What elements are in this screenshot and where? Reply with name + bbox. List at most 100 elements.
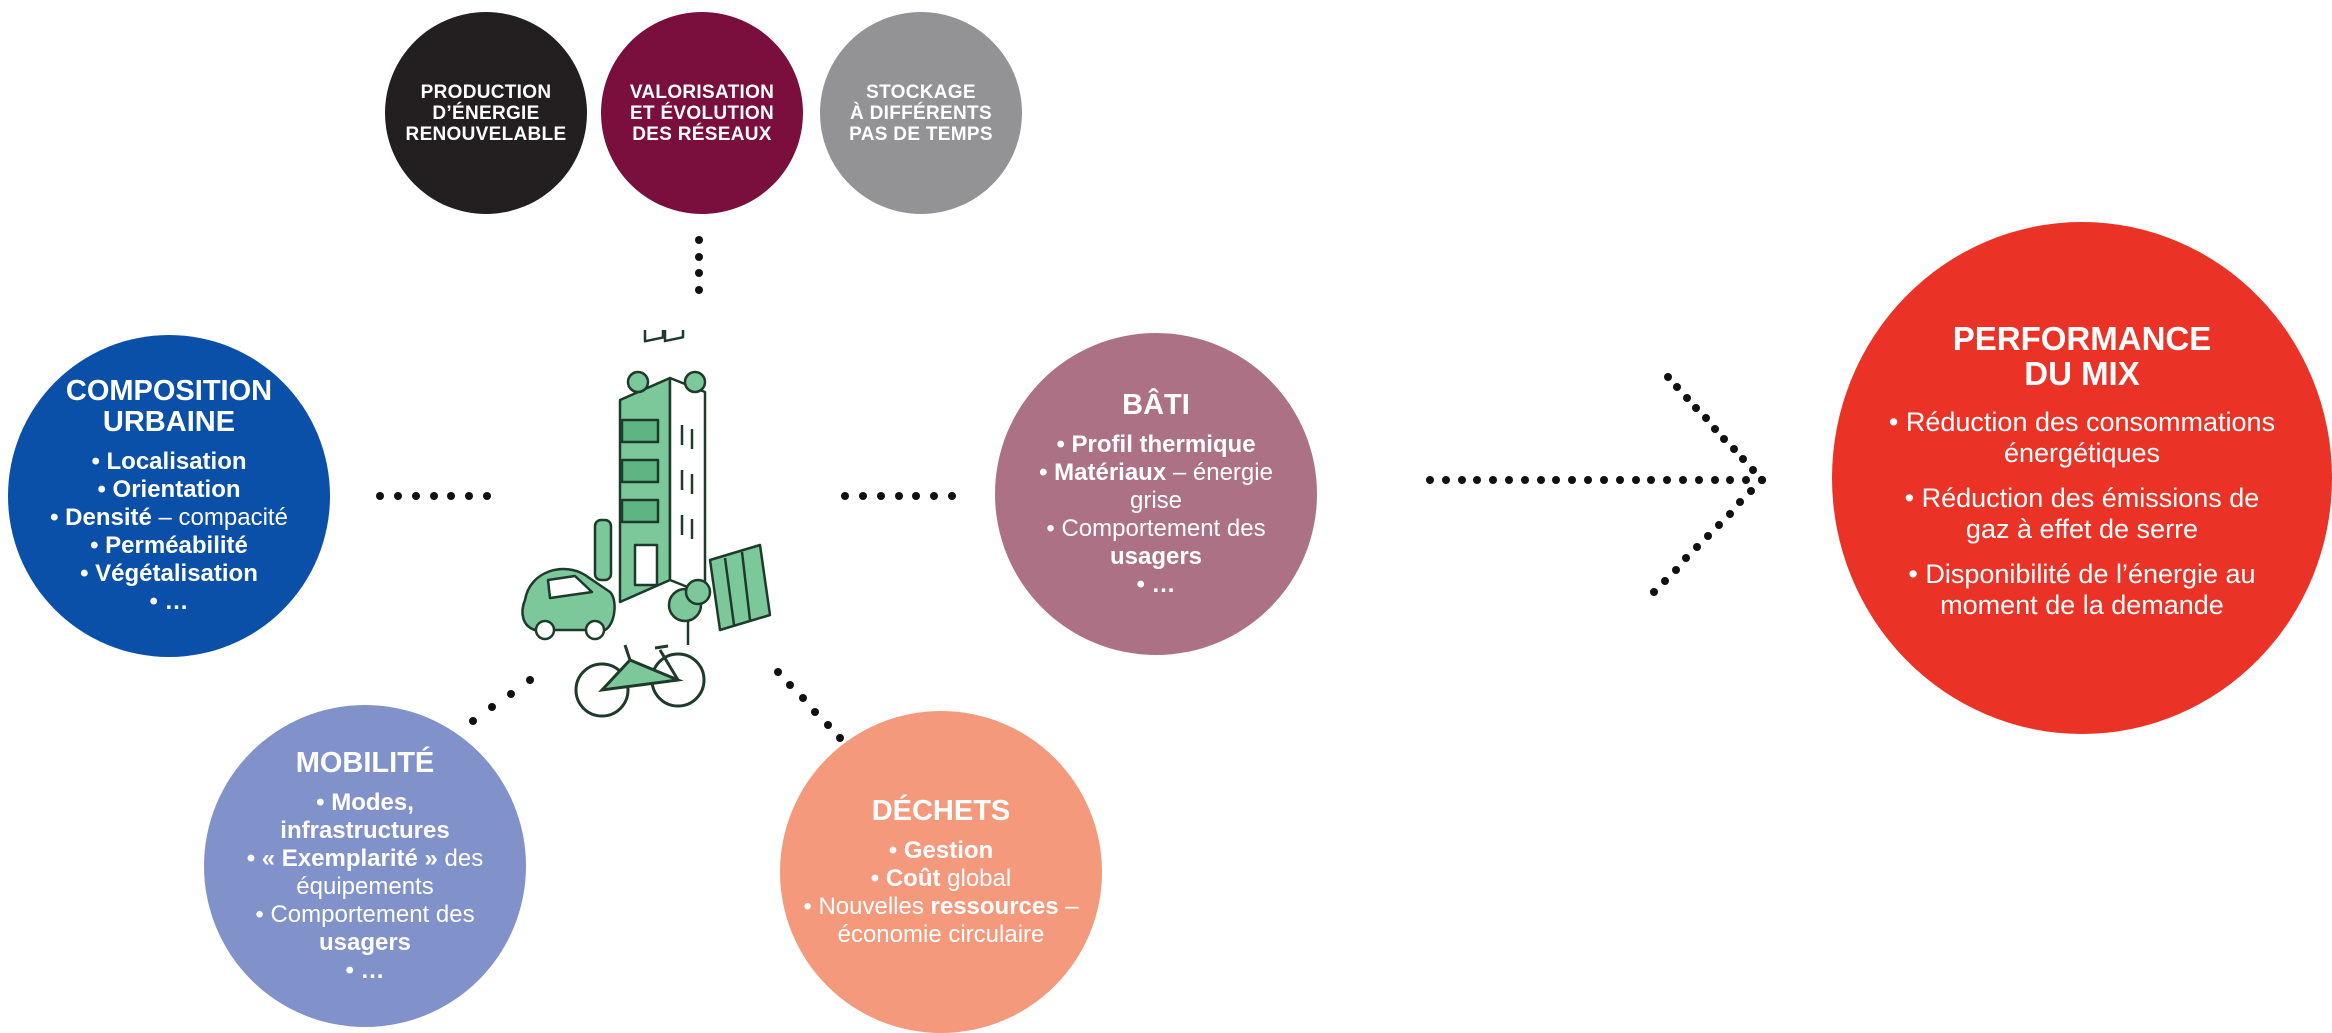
list-item: • Localisation [91,448,247,475]
composition-list: • Localisation • Orientation • Densité –… [50,448,288,616]
lower-left-connector-dot [469,717,477,725]
lower-left-connector-dot [488,703,496,712]
list-item: • Perméabilité [90,532,248,559]
dechets-title-line: DÉCHETS [871,794,1011,827]
left-connector-dot [429,492,438,500]
mobilite-circle: MOBILITÉ • Modes, infrastructures • « Ex… [204,705,526,1027]
list-item: • … [1136,570,1176,598]
middle-connector-dot [841,492,849,500]
dechets-list: • Gestion • Coût global • Nouvelles ress… [800,837,1082,949]
middle-connector-dot [948,492,956,500]
arrow-shaft-dot [1441,476,1450,484]
left-connector-dot [447,492,456,500]
arrow-shaft-dot [1568,476,1577,484]
arrow-head-upper-dot [1729,445,1738,454]
list-item: • Disponibilité de l’énergie au moment d… [1908,559,2256,620]
arrow-head-upper-dot [1692,403,1701,412]
valorisation-reseaux-circle: VALORISATION ET ÉVOLUTION DES RÉSEAUX [601,12,803,214]
arrow-shaft-dot [1694,476,1703,484]
arrow-head-upper-dot [1748,465,1757,474]
production-energie-circle: PRODUCTION D’ÉNERGIE RENOUVELABLE [385,12,587,214]
lower-right-connector-dot [786,681,795,690]
middle-connector-dot [876,492,885,500]
list-item: • … [345,956,385,984]
left-connector-dot [483,492,491,500]
lower-left-connector-dot [526,676,534,684]
performance-list: • Réduction des consommations énergétiqu… [1862,407,2302,635]
list-item: • Gestion [888,836,994,864]
arrow-shaft-dot [1536,476,1545,484]
arrow-head-upper-dot [1711,424,1719,433]
list-item: • Modes, infrastructures [280,788,450,844]
stockage-line-1: STOCKAGE [866,81,976,103]
arrow-head-lower-dot [1671,565,1680,574]
bati-title-line: BÂTI [1122,388,1190,421]
arrow-head-upper-dot [1739,455,1748,464]
valorisation-line-3: DES RÉSEAUX [632,123,772,145]
arrow-shaft-dot [1615,476,1624,484]
list-item: • « Exemplarité » des équipements [246,844,484,900]
lower-right-connector-dot [823,720,832,729]
dechets-title: DÉCHETS [871,794,1011,827]
performance-title: PERFORMANCE DU MIX [1953,321,2212,391]
list-item: • Végétalisation [80,560,258,587]
middle-connector-dot [858,492,867,500]
list-item: • Réduction des émissions de gaz à effet… [1904,483,2260,544]
list-item: • Densité – compacité [50,504,288,531]
production-line-1: PRODUCTION [420,81,552,103]
valorisation-line-2: ET ÉVOLUTION [630,102,774,124]
arrow-shaft-dot [1742,476,1751,484]
arrow-shaft-dot [1710,476,1719,484]
arrow-shaft-dot [1726,476,1735,484]
performance-title-line-1: PERFORMANCE [1952,320,2212,357]
arrow-head-lower-dot [1693,543,1702,552]
top-connector-dot [695,252,703,261]
list-item: • Comportement des usagers [255,900,475,956]
bati-circle: BÂTI • Profil thermique • Matériaux – én… [995,333,1317,655]
lower-right-connector-dot [836,734,844,742]
list-item: • Orientation [97,476,241,503]
list-item: • Comportement des usagers [1046,514,1266,570]
list-item: • Nouvelles ressources – économie circul… [803,892,1079,948]
arrow-head-lower-dot [1660,576,1669,585]
valorisation-line-1: VALORISATION [629,81,775,103]
stockage-line-3: PAS DE TEMPS [849,123,993,145]
arrow-head-lower-dot [1736,498,1745,507]
lower-right-connector-dot [811,707,820,716]
composition-title-line-2: URBAINE [102,406,236,438]
arrow-head-upper-dot [1720,434,1729,443]
arrow-shaft-dot [1457,476,1466,484]
mobilite-title: MOBILITÉ [295,746,435,779]
lower-left-connector-dot [507,689,515,698]
arrow-head-lower-dot [1725,509,1734,518]
arrow-head-upper-dot [1664,373,1672,381]
arrow-head-lower-dot [1650,588,1658,596]
arrow-head-upper-dot [1673,383,1682,392]
arrow-shaft-dot [1473,476,1482,484]
bati-list: • Profil thermique • Matériaux – énergie… [1025,431,1287,599]
composition-title: COMPOSITION URBAINE [66,376,272,438]
list-item: • Réduction des consommations énergétiqu… [1888,407,2276,468]
arrow-head-lower-dot [1714,520,1723,529]
list-item: • Matériaux – énergie grise [1039,458,1273,514]
arrow-shaft-dot [1520,476,1529,484]
left-connector-dot [376,492,384,500]
left-connector-dot [465,492,474,500]
arrow-head-lower-dot [1682,554,1691,563]
mobilite-title-line: MOBILITÉ [295,746,435,779]
arrow-head-upper-dot [1682,393,1691,402]
top-connector-dot [695,269,703,278]
top-connector-dot [695,236,703,244]
stockage-circle: STOCKAGE À DIFFÉRENTS PAS DE TEMPS [820,12,1022,214]
lower-right-connector-dot [798,694,807,703]
arrow-shaft-dot [1631,476,1640,484]
arrow-shaft-dot [1426,476,1434,484]
arrow-head-lower-dot [1747,487,1756,496]
performance-title-line-2: DU MIX [2024,355,2140,392]
bati-title: BÂTI [1122,388,1190,421]
left-connector-dot [411,492,420,500]
dechets-circle: DÉCHETS • Gestion • Coût global • Nouvel… [780,711,1102,1033]
production-line-2: D’ÉNERGIE [432,102,540,124]
list-item: • Profil thermique [1056,430,1256,458]
top-connector-dot [695,286,703,294]
